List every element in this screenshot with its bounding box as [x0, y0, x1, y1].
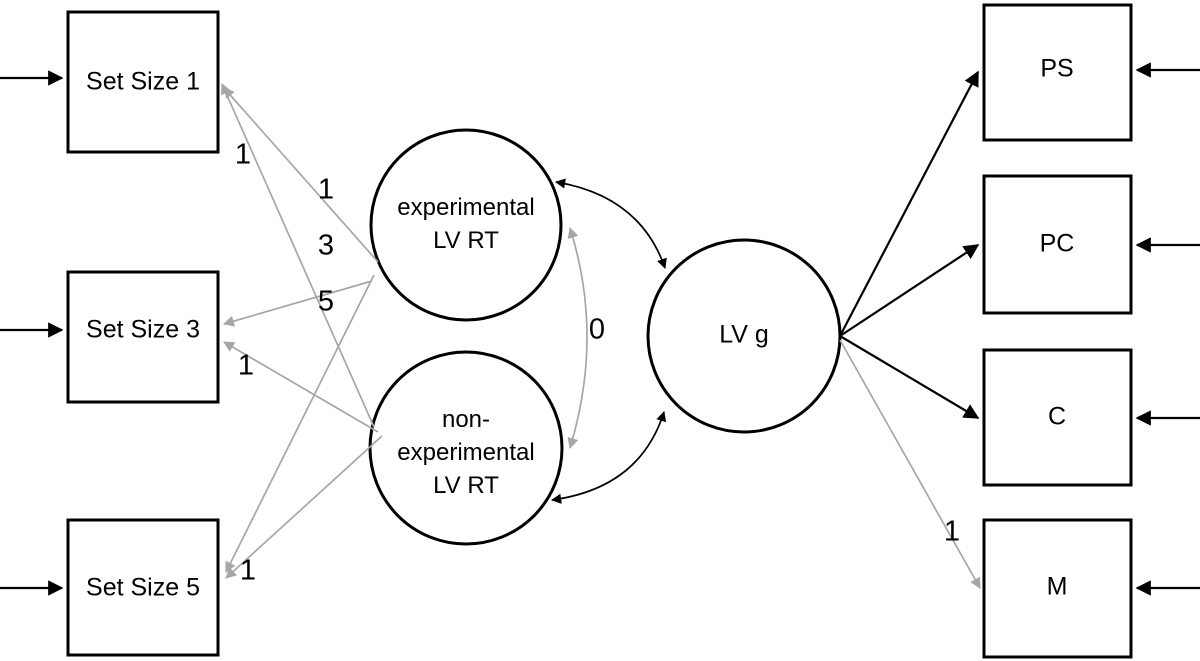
m-label: M: [1047, 573, 1068, 601]
c-rect[interactable]: [982, 348, 1133, 487]
observed-box-pc[interactable]: PC: [982, 174, 1133, 315]
set-size-1-rect[interactable]: [66, 10, 220, 154]
path-nonexp-to-set-size-5: [225, 435, 383, 579]
non-experimental-lv-rt-label-line3: LV RT: [433, 472, 499, 499]
path-lv-g-to-ps: [839, 70, 979, 337]
observed-box-set-size-5[interactable]: Set Size 5: [66, 518, 220, 657]
pc-rect[interactable]: [982, 174, 1133, 315]
label-lv-g-to-m: 1: [944, 516, 960, 548]
latent-non-experimental-lv-rt[interactable]: non- experimental LV RT: [368, 350, 564, 546]
experimental-lv-rt-label-line1: experimental: [397, 194, 534, 221]
observed-box-set-size-1[interactable]: Set Size 1: [66, 10, 220, 154]
path-exp-to-set-size-3: [222, 280, 373, 327]
ps-rect[interactable]: [982, 3, 1133, 142]
set-size-3-rect[interactable]: [66, 270, 220, 404]
observed-box-set-size-3[interactable]: Set Size 3: [66, 270, 220, 404]
path-lv-g-to-c: [839, 335, 980, 419]
label-exp-to-set-size-5: 5: [318, 286, 334, 318]
experimental-lv-rt-label-line2: LV RT: [433, 227, 499, 254]
path-lv-g-to-pc: [839, 244, 980, 337]
label-nonexp-to-set-size-3: 1: [238, 350, 254, 382]
observed-box-c[interactable]: C: [982, 348, 1133, 487]
path-experimental-lv-rt-to-lv-g: [554, 178, 667, 269]
set-size-5-label: Set Size 5: [86, 574, 200, 602]
pc-label: PC: [1040, 230, 1075, 258]
c-label: C: [1048, 403, 1066, 431]
observed-box-ps[interactable]: PS: [982, 3, 1133, 142]
path-exp-to-set-size-1: [223, 87, 379, 263]
path-rt-covariance-arc: [567, 226, 588, 450]
ps-label: PS: [1040, 55, 1073, 83]
lv-g-label: LV g: [719, 321, 769, 349]
m-rect[interactable]: [982, 518, 1133, 659]
label-rt-covariance: 0: [589, 314, 605, 346]
label-nonexp-to-set-size-5: 1: [240, 555, 256, 587]
label-exp-to-set-size-1: 1: [318, 174, 334, 206]
set-size-3-label: Set Size 3: [86, 316, 200, 344]
path-nonexp-to-set-size-1: [220, 82, 375, 428]
experimental-lv-rt-circle[interactable]: [369, 128, 563, 322]
set-size-5-rect[interactable]: [66, 518, 220, 657]
path-lv-g-to-m: [839, 339, 981, 589]
set-size-1-label: Set Size 1: [86, 68, 200, 96]
non-experimental-lv-rt-label-line1: non-: [442, 406, 490, 433]
label-nonexp-to-set-size-1: 1: [235, 139, 251, 171]
path-exp-to-set-size-5: [225, 274, 375, 573]
path-nonexp-to-set-size-3: [223, 341, 379, 433]
observed-box-m[interactable]: M: [982, 518, 1133, 659]
non-experimental-lv-rt-label-line2: experimental: [397, 439, 534, 466]
path-non-experimental-lv-rt-to-lv-g: [550, 411, 667, 504]
label-exp-to-set-size-3: 3: [318, 230, 334, 262]
latent-experimental-lv-rt[interactable]: experimental LV RT: [369, 128, 563, 322]
latent-lv-g[interactable]: LV g: [646, 238, 842, 434]
